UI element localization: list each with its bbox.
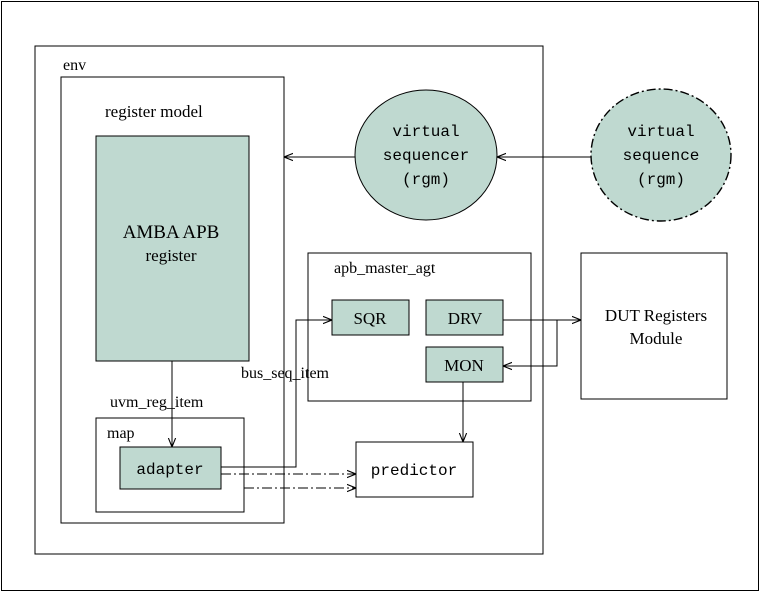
predictor-label: predictor <box>371 462 457 480</box>
virtual-sequencer-line1: virtual <box>392 123 459 141</box>
amba-apb-register-line1: AMBA APB <box>123 222 220 243</box>
mon-block <box>425 346 504 383</box>
sqr-block <box>331 299 410 336</box>
virtual-sequence-line3: (rgm) <box>637 171 685 189</box>
map-box <box>95 417 245 513</box>
virtual-sequencer-line3: (rgm) <box>402 171 450 189</box>
adapter-to-sqr-arrow <box>221 320 332 468</box>
drv-block <box>425 299 504 336</box>
virtual-sequencer-line2: sequencer <box>383 147 469 165</box>
bus-seq-item-label: bus_seq_item <box>241 365 330 382</box>
env-label: env <box>63 57 86 74</box>
virtual-sequence-line2: sequence <box>623 147 700 165</box>
apb-master-agt-label: apb_master_agt <box>334 260 436 277</box>
dut-label-line1: DUT Registers <box>605 306 707 325</box>
amba-apb-register-block <box>95 135 250 362</box>
predictor-box <box>355 441 474 498</box>
map-label: map <box>107 425 135 442</box>
apb-master-agt-box <box>307 252 532 402</box>
amba-apb-register-line2: register <box>146 246 197 265</box>
drv-label: DRV <box>448 309 483 328</box>
virtual-sequence-line1: virtual <box>627 123 694 141</box>
register-model-box <box>60 76 285 524</box>
uvm-reg-item-label: uvm_reg_item <box>110 394 204 411</box>
adapter-block <box>119 446 222 490</box>
register-model-label: register model <box>105 102 203 121</box>
adapter-label: adapter <box>136 461 203 479</box>
dut-label-line2: Module <box>630 329 683 348</box>
mon-label: MON <box>444 356 484 375</box>
virtual-sequence-circle <box>590 88 732 222</box>
dut-to-mon-arrow <box>503 320 558 366</box>
env-box <box>34 45 544 555</box>
dut-registers-module-box <box>580 252 728 400</box>
sqr-label: SQR <box>353 309 387 328</box>
